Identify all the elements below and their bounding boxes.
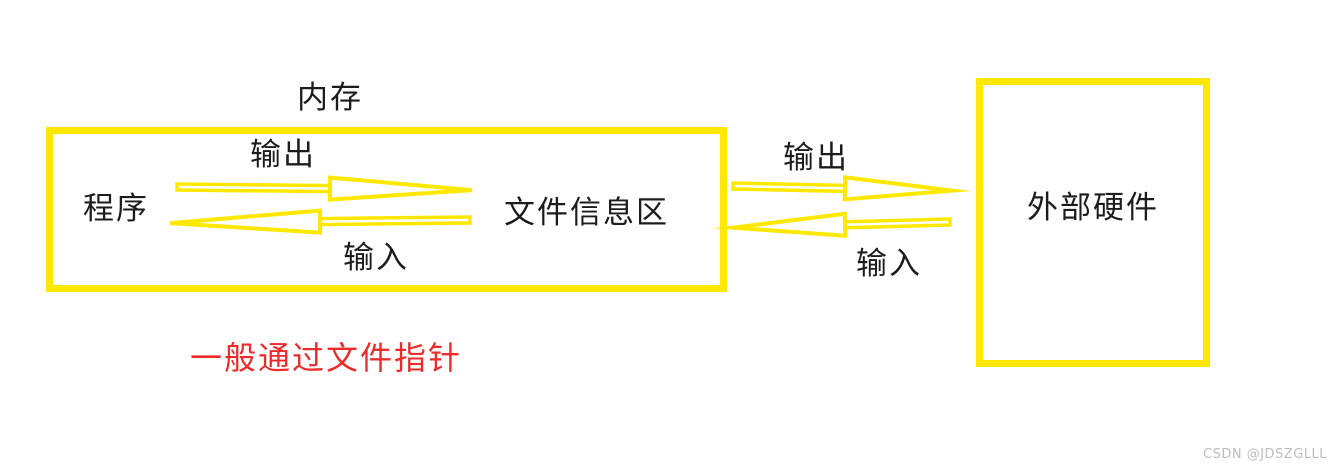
memory-title: 内存 (297, 80, 363, 116)
external-hardware-box: 外部硬件 (976, 78, 1210, 367)
program-label: 程序 (83, 191, 149, 227)
file-pointer-annotation: 一般通过文件指针 (190, 339, 463, 377)
bus-output-arrow (731, 175, 972, 202)
external-hardware-label: 外部硬件 (1027, 190, 1159, 226)
bus-output-arrow-label: 输出 (783, 140, 849, 176)
memory-input-arrow-label: 输入 (343, 240, 409, 276)
bus-input-arrow (712, 211, 952, 238)
file-info-area-label: 文件信息区 (504, 195, 669, 231)
csdn-watermark: CSDN @JDSZGLLL (1203, 447, 1327, 462)
memory-output-arrow-label: 输出 (250, 137, 316, 173)
memory-box (46, 127, 727, 292)
bus-input-arrow-label: 输入 (856, 246, 922, 282)
